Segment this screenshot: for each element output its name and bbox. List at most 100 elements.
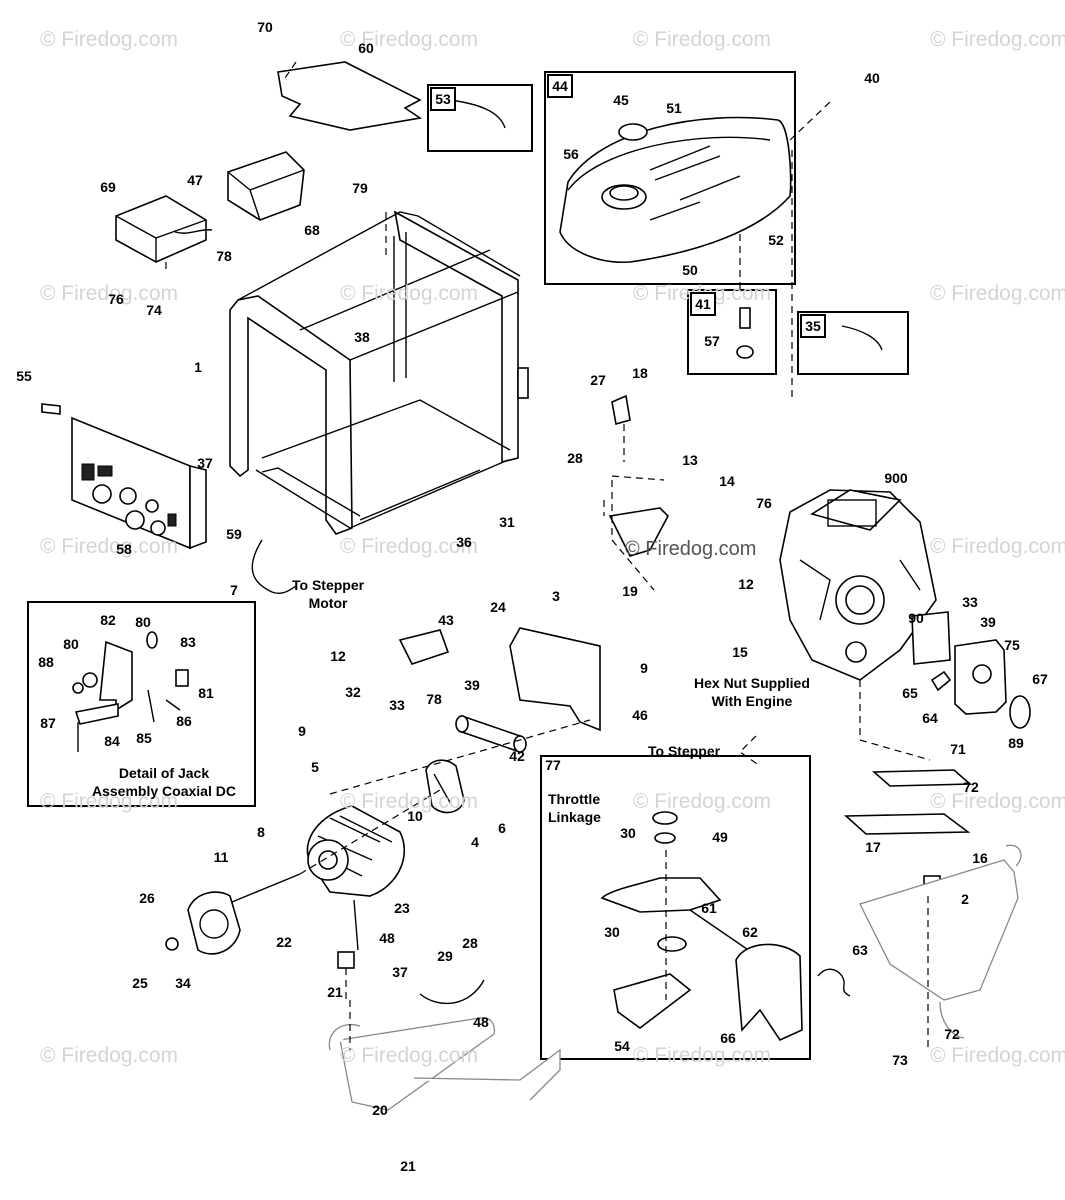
part-number: 39: [980, 614, 996, 630]
part-number: 81: [198, 685, 214, 701]
part-number: 19: [622, 583, 638, 599]
part-number: 84: [104, 733, 120, 749]
part-number: 30: [620, 825, 636, 841]
fuel-hose-35: [841, 325, 883, 351]
part-number: 38: [354, 329, 370, 345]
generator-cover: [509, 627, 601, 732]
rear-cradle: [859, 844, 1022, 1039]
part-number: 26: [139, 890, 155, 906]
part-number: 78: [216, 248, 232, 264]
part-number: 86: [176, 713, 192, 729]
part-number: 89: [1008, 735, 1024, 751]
part-number: 23: [394, 900, 410, 916]
center-watermark: © Firedog.com: [625, 538, 757, 560]
part-number: 90: [908, 610, 924, 626]
part-number: 52: [768, 232, 784, 248]
part-number: 58: [116, 541, 132, 557]
part-number: 57: [704, 333, 720, 349]
part-number: 16: [972, 850, 988, 866]
part-number: 32: [345, 684, 361, 700]
part-number: 36: [456, 534, 472, 550]
part-number: 69: [100, 179, 116, 195]
watermark: © Firedog.com: [340, 535, 479, 558]
part-number: 4: [471, 834, 479, 850]
part-number: 68: [304, 222, 320, 238]
fuel-tank: [559, 116, 792, 263]
part-number: 2: [961, 891, 969, 907]
part-number: 1: [194, 359, 202, 375]
spark-arrestor-64: [930, 670, 952, 692]
muffler-guard: [1009, 695, 1031, 729]
circuit-breaker-18: [611, 394, 631, 426]
part-number: 14: [719, 473, 735, 489]
throttle-parts: [600, 811, 851, 1042]
watermark: © Firedog.com: [340, 282, 479, 305]
part-number: 48: [379, 930, 395, 946]
part-number: 45: [613, 92, 629, 108]
part-number: 13: [682, 452, 698, 468]
throttle-bracket: [608, 507, 669, 557]
part-number: 28: [462, 935, 478, 951]
top-cover-panel: [277, 61, 423, 131]
part-number: 80: [63, 636, 79, 652]
front-cradle: [328, 1017, 561, 1111]
part-number: 29: [437, 948, 453, 964]
inset-box-53: [427, 84, 533, 152]
part-number: 21: [400, 1158, 416, 1174]
control-panel: [41, 403, 207, 550]
watermark: © Firedog.com: [40, 790, 179, 813]
part-number: 88: [38, 654, 54, 670]
part-number: 75: [1004, 637, 1020, 653]
part-number: 5: [311, 759, 319, 775]
part-number: 34: [175, 975, 191, 991]
part-number: 65: [902, 685, 918, 701]
part-number: 79: [352, 180, 368, 196]
part-number: 48: [473, 1014, 489, 1030]
watermark: © Firedog.com: [40, 535, 179, 558]
part-number: 72: [963, 779, 979, 795]
jack-detail-caption: Detail of Jack Assembly Coaxial DC: [92, 765, 236, 799]
fuel-valve: [736, 307, 754, 359]
part-number: 59: [226, 526, 242, 542]
capacitor: [455, 714, 527, 754]
part-number: 80: [135, 614, 151, 630]
part-number: 15: [732, 644, 748, 660]
jack-assembly-detail: [72, 631, 189, 752]
box-tag-41: 41: [690, 292, 716, 316]
part-number: 42: [509, 748, 525, 764]
part-number: 9: [298, 723, 306, 739]
part-number: 46: [632, 707, 648, 723]
part-number: 37: [392, 964, 408, 980]
heat-shield-65: [911, 611, 951, 665]
watermark: © Firedog.com: [930, 1044, 1065, 1067]
part-number: 85: [136, 730, 152, 746]
regulator-bracket: [398, 629, 450, 665]
jack-detail-box: [27, 601, 256, 807]
watermark: © Firedog.com: [340, 790, 479, 813]
watermark: © Firedog.com: [633, 28, 772, 51]
part-number: 20: [372, 1102, 388, 1118]
part-number: 74: [146, 302, 162, 318]
main-frame: [229, 210, 529, 535]
watermark: © Firedog.com: [930, 535, 1065, 558]
inset-box-44: [544, 71, 796, 285]
part-number: 70: [257, 19, 273, 35]
part-number: 24: [490, 599, 506, 615]
part-number: 54: [614, 1038, 630, 1054]
part-number: 9: [640, 660, 648, 676]
control-module-box: [115, 195, 213, 263]
part-number: 6: [498, 820, 506, 836]
part-number: 37: [197, 455, 213, 471]
part-number: 22: [276, 934, 292, 950]
box-tag-44: 44: [547, 74, 573, 98]
battery-tray: [227, 151, 305, 221]
part-number: 30: [604, 924, 620, 940]
engine-mount-brackets: [843, 769, 973, 835]
part-number: 78: [426, 691, 442, 707]
part-number: 43: [438, 612, 454, 628]
part-number: 64: [922, 710, 938, 726]
fuel-hose-53: [449, 99, 506, 129]
throttle-linkage-caption: Throttle Linkage: [548, 791, 601, 825]
part-number: 56: [563, 146, 579, 162]
